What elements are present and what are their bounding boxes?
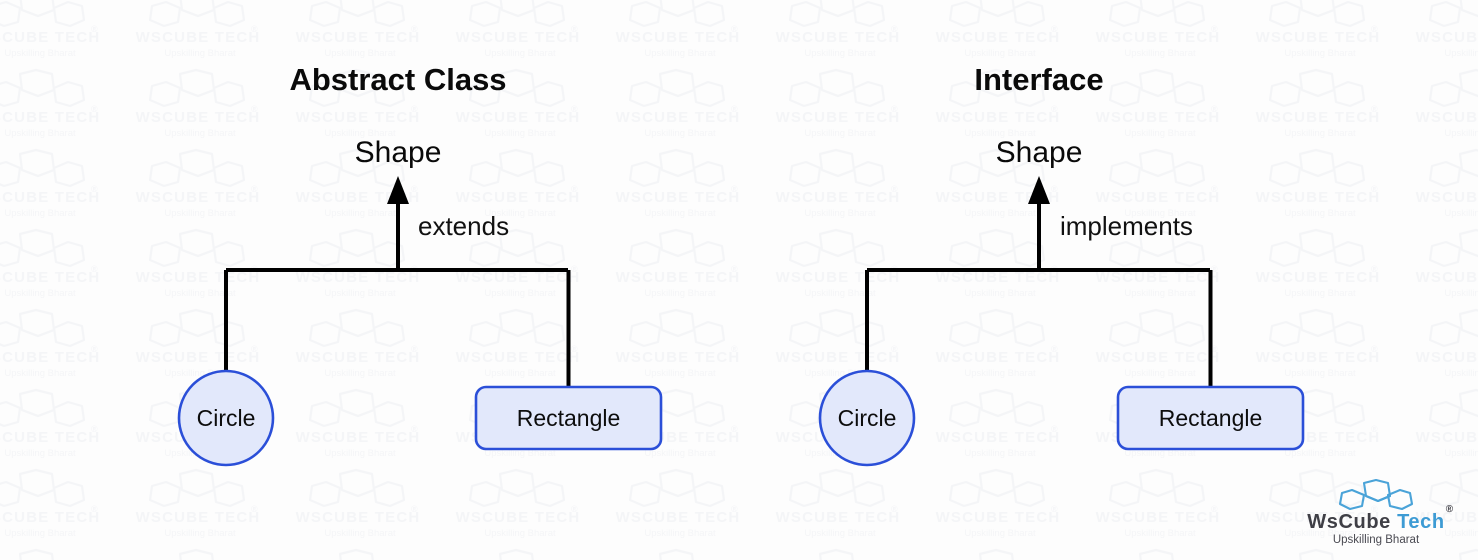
node-abstract-class-circle[interactable]: Circle <box>177 369 275 467</box>
node-label-circle: Circle <box>197 405 256 431</box>
panel-title-abstract-class: Abstract Class <box>289 62 506 97</box>
brand-name-secondary: Tech <box>1397 510 1445 533</box>
registered-trademark-icon: ® <box>1445 503 1454 515</box>
root-node-label-interface: Shape <box>996 136 1083 169</box>
relationship-label-abstract-class: extends <box>418 211 509 241</box>
node-interface-circle[interactable]: Circle <box>818 369 916 467</box>
node-abstract-class-rectangle[interactable]: Rectangle <box>474 385 663 451</box>
brand-name-primary: WsCube <box>1307 510 1391 533</box>
relationship-label-interface: implements <box>1060 211 1193 241</box>
brand-wordmark: WsCube Tech ® <box>1292 504 1460 533</box>
inheritance-arrowhead-abstract-class <box>387 176 409 204</box>
brand-logo: WsCube Tech ® Upskilling Bharat <box>1292 478 1460 547</box>
root-node-label-abstract-class: Shape <box>355 136 442 169</box>
inheritance-arrowhead-interface <box>1028 176 1050 204</box>
wscube-hexagon-logo-icon <box>1338 478 1414 510</box>
brand-tagline: Upskilling Bharat <box>1332 533 1420 546</box>
node-label-rectangle: Rectangle <box>517 405 621 431</box>
panel-title-interface: Interface <box>974 62 1103 97</box>
node-label-rectangle: Rectangle <box>1159 405 1263 431</box>
node-label-circle: Circle <box>838 405 897 431</box>
node-interface-rectangle[interactable]: Rectangle <box>1116 385 1305 451</box>
